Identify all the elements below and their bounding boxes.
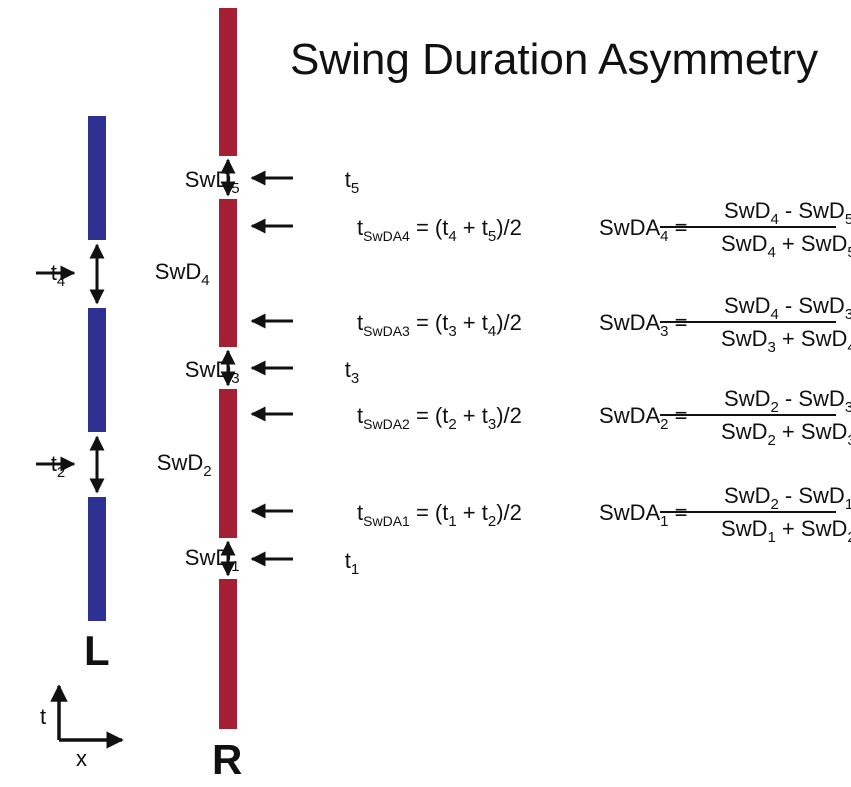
axes-indicator xyxy=(50,684,124,749)
equation-row-swda2: tSwDA2 = (t2 + t3)/2 SwDA2 = SwD2 - SwD3… xyxy=(250,386,851,450)
right-stance-bar xyxy=(219,579,237,729)
time-label: t2 xyxy=(8,451,96,482)
fraction-numerator: SwD4 - SwD5 xyxy=(669,198,851,229)
left-stance-bar xyxy=(88,497,106,621)
fraction-numerator: SwD4 - SwD3 xyxy=(669,293,851,324)
time-label: t3 xyxy=(302,357,390,388)
swing-gap-swd2: SwD2 t2 xyxy=(8,435,242,494)
time-axis-label: t xyxy=(40,704,46,729)
equation-row-swda3: tSwDA3 = (t3 + t4)/2 SwDA3 = SwD4 - SwD3… xyxy=(250,293,851,357)
swing-label: SwD2 xyxy=(114,450,242,481)
right-leg-bars xyxy=(219,8,237,729)
right-stance-bar xyxy=(219,389,237,538)
right-stance-bar xyxy=(219,199,237,347)
time-label: t1 xyxy=(302,548,390,579)
time-label: t5 xyxy=(302,167,390,198)
asymmetry-lhs: SwDA2 = xyxy=(544,403,730,433)
left-stance-bar xyxy=(88,308,106,432)
fraction-denominator: SwD2 + SwD3 xyxy=(666,419,851,450)
right-stance-bar xyxy=(219,8,237,156)
fraction-denominator: SwD4 + SwD5 xyxy=(666,231,851,262)
right-leg-label: R xyxy=(212,736,242,782)
left-leg-bars xyxy=(88,116,106,621)
fraction-numerator: SwD2 - SwD1 xyxy=(669,483,851,514)
midpoint-formula: tSwDA3 = (t3 + t4)/2 xyxy=(302,310,565,340)
asymmetry-lhs: SwDA4 = xyxy=(544,215,730,245)
fraction-denominator: SwD3 + SwD4 xyxy=(666,326,851,357)
midpoint-formula: tSwDA1 = (t1 + t2)/2 xyxy=(302,500,565,530)
fraction-numerator: SwD2 - SwD3 xyxy=(669,386,851,417)
swing-label: SwD4 xyxy=(112,259,240,290)
fraction-denominator: SwD1 + SwD2 xyxy=(666,516,851,547)
swing-gap-swd5: SwD5 t5 xyxy=(142,158,390,198)
left-stance-bar xyxy=(88,116,106,240)
swing-gap-swd4: SwD4 t4 xyxy=(8,243,240,305)
swing-gap-swd1: SwD1 t1 xyxy=(142,540,390,579)
equation-row-swda4: tSwDA4 = (t4 + t5)/2 SwDA4 = SwD4 - SwD5… xyxy=(250,198,851,262)
swing-label: SwD1 xyxy=(142,545,270,576)
diagram-title: Swing Duration Asymmetry xyxy=(290,35,818,84)
left-leg-label: L xyxy=(84,627,110,674)
x-axis-label: x xyxy=(76,746,87,771)
midpoint-formula: tSwDA2 = (t2 + t3)/2 xyxy=(302,403,565,433)
time-label: t4 xyxy=(8,260,96,291)
swing-label: SwD5 xyxy=(142,167,270,198)
equation-row-swda1: tSwDA1 = (t1 + t2)/2 SwDA1 = SwD2 - SwD1… xyxy=(250,483,851,547)
equation-rows: tSwDA4 = (t4 + t5)/2 SwDA4 = SwD4 - SwD5… xyxy=(250,198,851,547)
swing-gap-swd3: SwD3 t3 xyxy=(142,349,390,388)
midpoint-formula: tSwDA4 = (t4 + t5)/2 xyxy=(302,215,565,245)
swing-label: SwD3 xyxy=(142,357,270,388)
